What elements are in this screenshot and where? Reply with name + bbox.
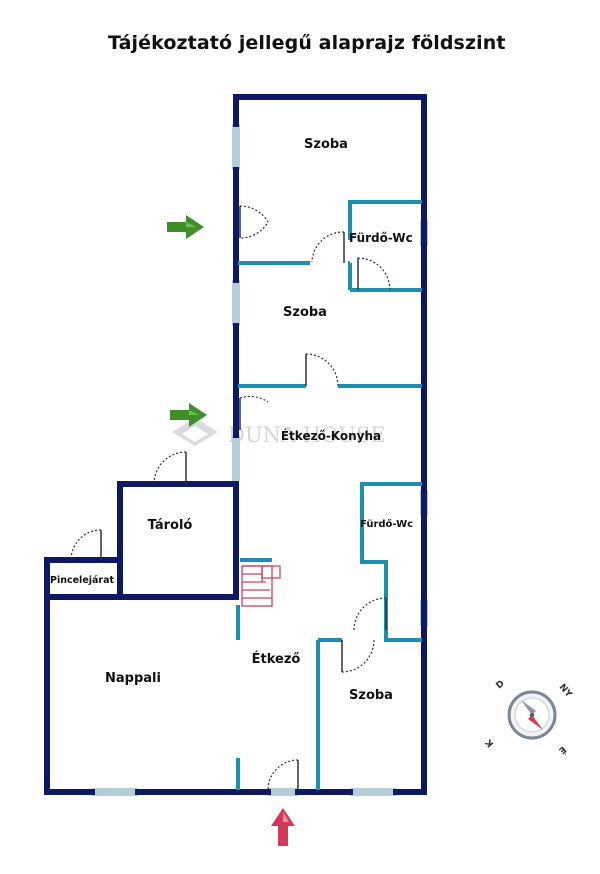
room-label-szoba: Szoba xyxy=(349,688,393,703)
watermark-logo-icon xyxy=(172,418,218,446)
side-entrance-arrow-icon xyxy=(170,403,207,427)
main-entrance-arrow-icon xyxy=(271,808,295,846)
plan-title: Tájékoztató jellegű alaprajz földszint xyxy=(108,32,506,54)
door-swing xyxy=(153,451,187,485)
room-label-tarolo: Tároló xyxy=(148,518,193,533)
door-swing xyxy=(341,639,375,673)
room-label-szoba: Szoba xyxy=(304,137,348,152)
window xyxy=(92,788,138,796)
window xyxy=(232,124,240,170)
room-label-etkezo-konyha: Étkező-Konyha xyxy=(281,428,381,443)
entrance-door-gap xyxy=(268,788,298,796)
room-label-nappali: Nappali xyxy=(105,671,161,686)
door-swing xyxy=(357,257,391,291)
compass-letter: NY xyxy=(557,683,574,701)
side-entrance-arrow-icon xyxy=(167,215,204,239)
watermark: DUNA HOUSE xyxy=(172,418,386,447)
window xyxy=(350,788,396,796)
watermark-text: DUNA HOUSE xyxy=(228,423,386,447)
room-label-pincelejarat: Pincelejárat xyxy=(50,575,115,586)
door-swing xyxy=(305,353,339,387)
staircase xyxy=(241,565,281,607)
compass-letter: D xyxy=(495,679,507,691)
window xyxy=(232,435,240,481)
entrance-door-swing xyxy=(267,759,299,791)
compass-letter: É xyxy=(556,744,568,757)
room-label-furdo-wc: Fürdő-Wc xyxy=(360,518,413,530)
room-label-furdo-wc: Fürdő-Wc xyxy=(349,231,413,245)
compass-icon: D NY K É xyxy=(483,679,573,757)
inner-walls xyxy=(236,200,422,790)
door-swing xyxy=(353,597,387,631)
room-label-szoba: Szoba xyxy=(283,305,327,320)
window xyxy=(232,280,240,326)
compass-letter: K xyxy=(483,736,496,749)
door-swing xyxy=(70,529,102,561)
door-swing xyxy=(311,231,345,263)
outer-walls xyxy=(44,94,427,795)
door-swing xyxy=(239,205,269,239)
room-label-etkezo: Étkező xyxy=(252,651,301,667)
doors xyxy=(70,205,391,791)
door-swing xyxy=(239,395,269,430)
